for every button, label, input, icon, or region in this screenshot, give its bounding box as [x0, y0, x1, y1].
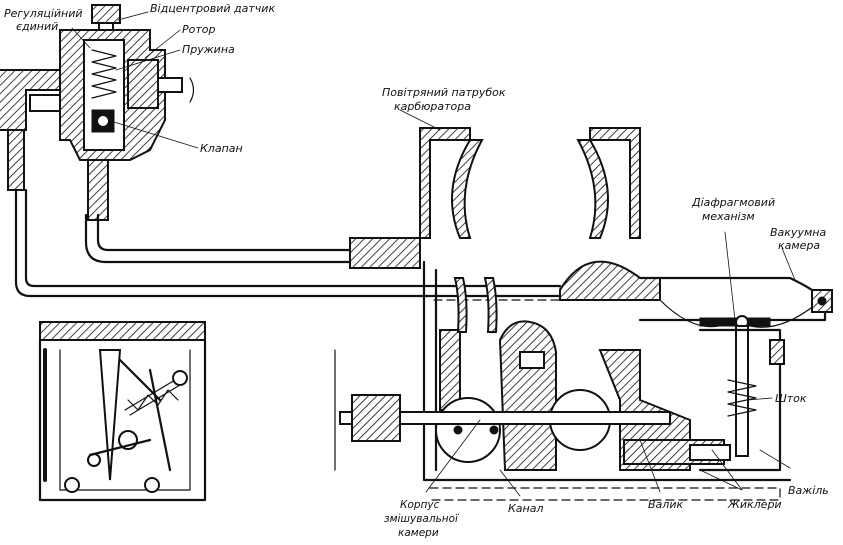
lever-detail [38, 321, 207, 502]
label-mixing-line1: Корпус [400, 499, 440, 511]
leader-lines [71, 11, 796, 497]
label-spring: Пружина [182, 43, 235, 56]
label-air-pipe-line2: карбюратора [394, 100, 471, 113]
vacuum-chamber [559, 260, 833, 472]
label-regulator-line1: Регуляційний [4, 7, 83, 20]
connecting-pipes [14, 188, 562, 298]
label-valve: Клапан [200, 142, 243, 155]
label-lever: Важіль [788, 484, 829, 497]
label-diaphragm-line1: Діафрагмовий [691, 196, 775, 209]
label-shaft: Валик [648, 498, 683, 511]
label-diaphragm-line2: механізм [702, 210, 755, 223]
air-intake [419, 127, 641, 239]
label-mixing-line2: змішувальної [384, 513, 460, 525]
label-vacuum-chamber-line1: Вакуумна [770, 226, 826, 239]
centrifugal-sensor [0, 4, 195, 221]
label-mixing-line3: камери [398, 527, 439, 539]
label-rod: Шток [775, 392, 807, 405]
label-centrifugal-sensor: Відцентровий датчик [150, 2, 275, 15]
label-vacuum-chamber-line2: камера [778, 239, 820, 252]
label-channel: Канал [508, 502, 544, 515]
label-air-pipe-line1: Повітряний патрубок [382, 86, 506, 99]
label-regulator-line2: єдиний [16, 20, 58, 33]
label-rotor: Ротор [182, 23, 216, 36]
carburetor-body [334, 260, 792, 501]
label-jets: Жиклери [727, 498, 782, 511]
